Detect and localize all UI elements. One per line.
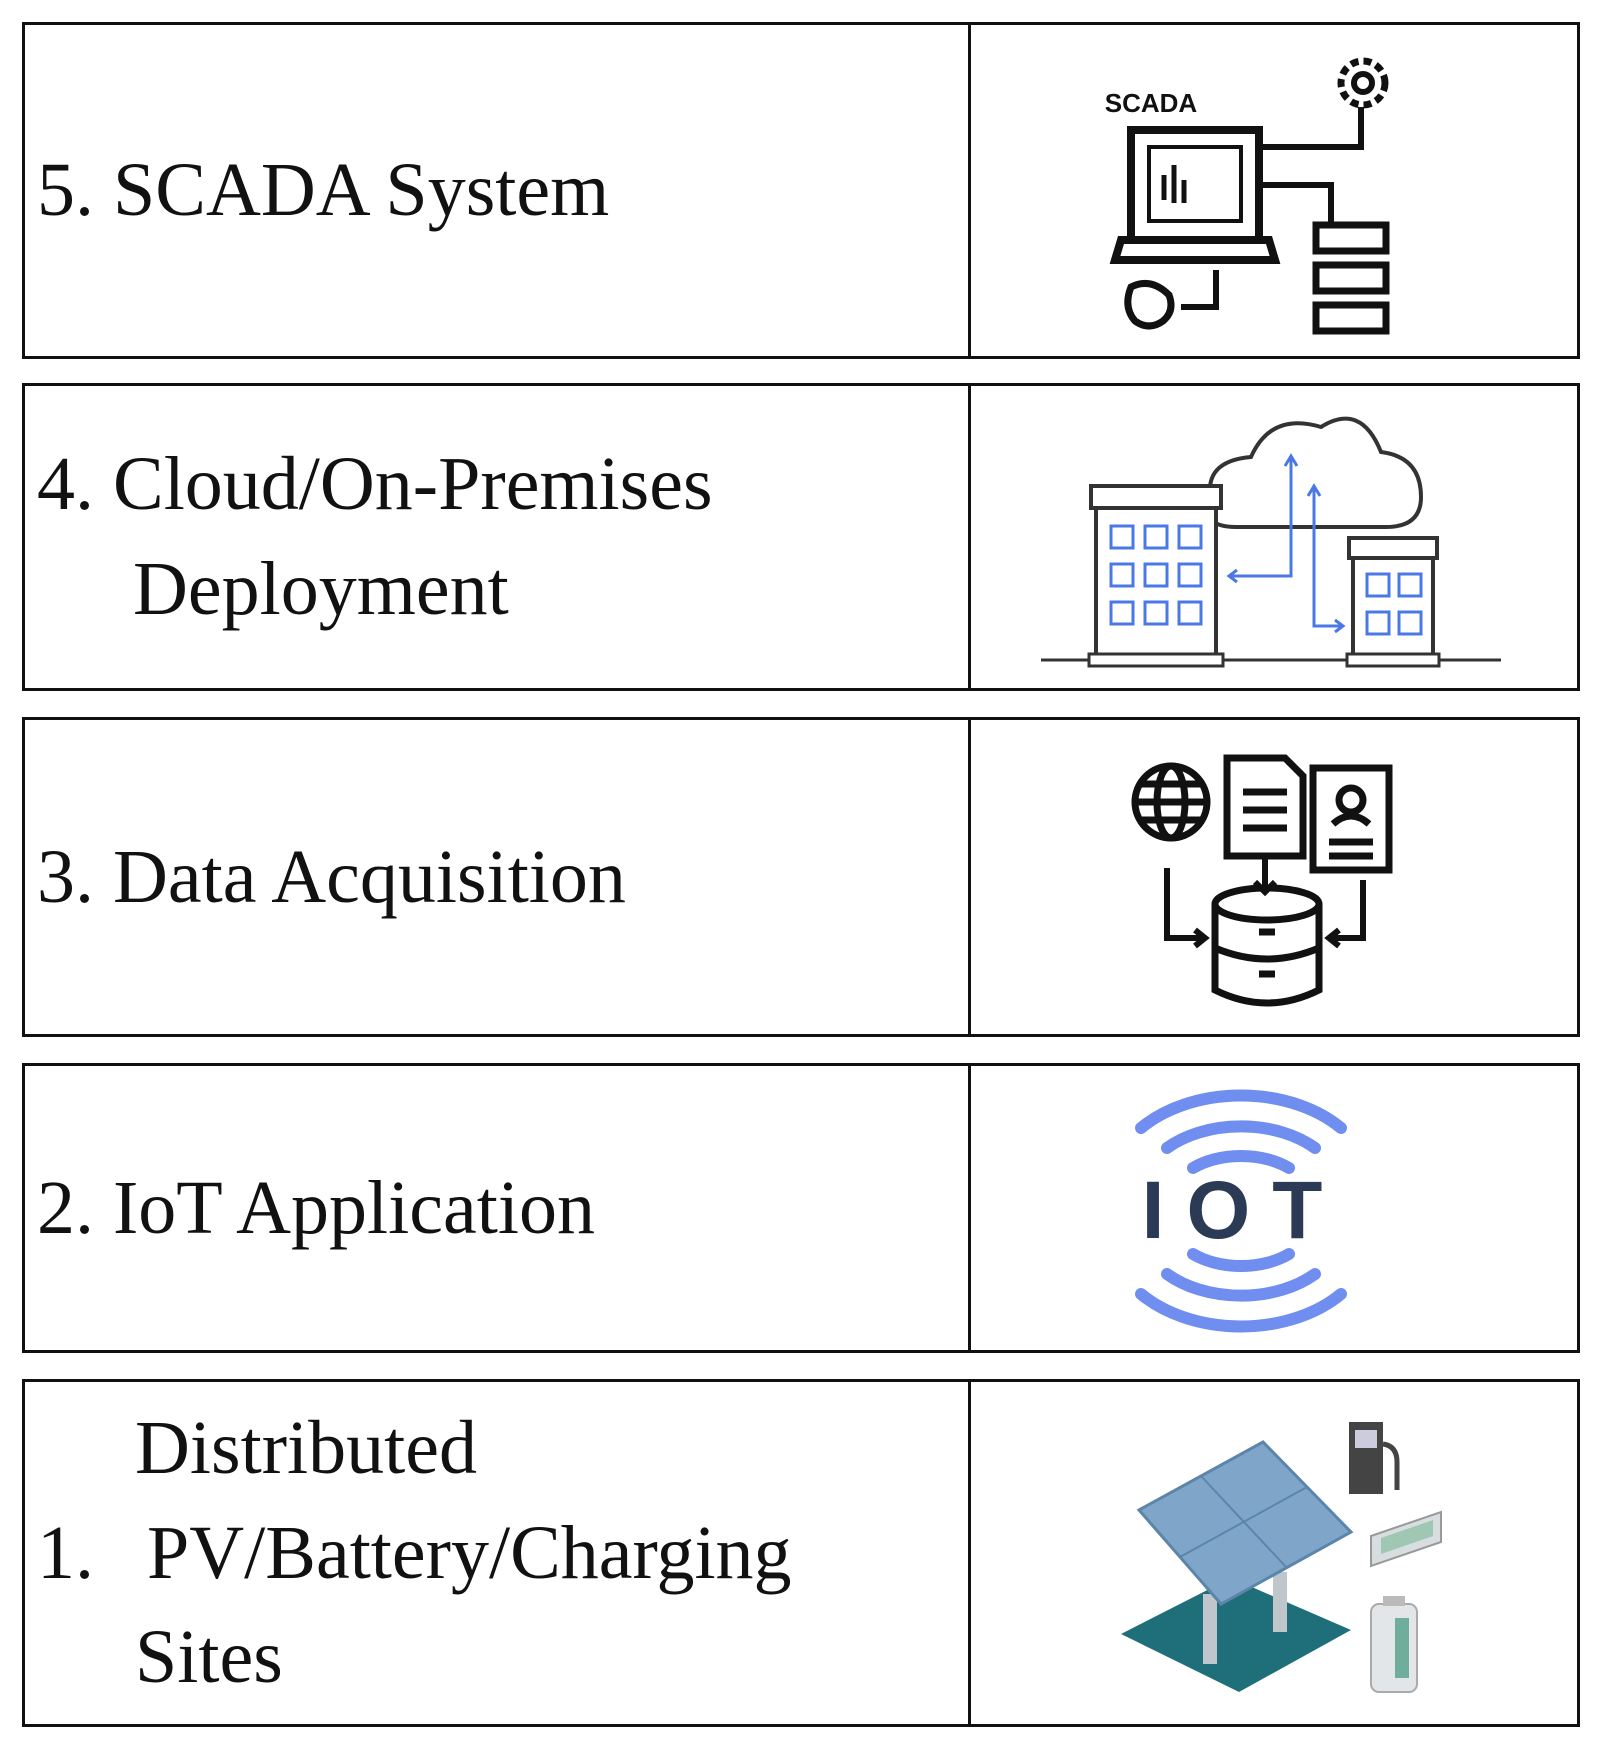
globe-icon <box>1131 762 1211 842</box>
iot-icon-text: IOT <box>1142 1165 1345 1256</box>
layer-2-iot: 2. IoT Application IOT <box>22 1063 1580 1353</box>
layer-3-data: 3. Data Acquisition <box>22 717 1580 1037</box>
scada-graphic: SCADA <box>1105 57 1390 335</box>
layer-2-title: IoT Application <box>113 1165 595 1250</box>
layer-4-title-line2: Deployment <box>133 547 509 631</box>
layer-1-sites: 1. Distributed PV/Battery/Charging Sites <box>22 1379 1580 1727</box>
layer-3-label: 3. Data Acquisition <box>25 720 971 1034</box>
layer-4-title-line1: Cloud/On-Premises <box>113 442 713 527</box>
layer-1-title-line3: Sites <box>135 1615 283 1700</box>
battery-icon <box>1370 1596 1418 1693</box>
data-acquisition-icon <box>971 720 1577 1034</box>
layer-3-title: Data Acquisition <box>113 834 626 919</box>
gear-icon <box>1337 57 1389 109</box>
solar-charging-icon <box>971 1382 1577 1724</box>
layer-4-label: 4. Cloud/On-Premises Deployment <box>25 386 971 688</box>
scada-icon-text: SCADA <box>1105 88 1198 118</box>
layer-2-number: 2. <box>37 1165 94 1250</box>
layer-5-label: 5. SCADA System <box>25 25 971 356</box>
cloud-graphic <box>1041 416 1501 668</box>
layer-5-scada: 5. SCADA System SCADA <box>22 22 1580 359</box>
scada-icon: SCADA <box>971 25 1577 356</box>
layer-5-number: 5. <box>37 148 94 233</box>
document-icon <box>1223 754 1307 860</box>
solar-graphic <box>1121 1422 1442 1693</box>
profile-card-icon <box>1309 764 1393 874</box>
layer-4-number: 4. <box>37 442 94 527</box>
layer-3-number: 3. <box>37 834 94 919</box>
iot-icon: IOT <box>971 1066 1577 1350</box>
database-icon <box>1211 884 1323 1007</box>
iot-graphic: IOT <box>1135 1089 1347 1333</box>
layer-1-label: 1. Distributed PV/Battery/Charging Sites <box>25 1382 971 1724</box>
data-graphic <box>1131 754 1393 1007</box>
charger-icon <box>1349 1422 1400 1494</box>
cloud-buildings-icon <box>971 386 1577 688</box>
layer-2-label: 2. IoT Application <box>25 1066 971 1350</box>
layer-4-cloud: 4. Cloud/On-Premises Deployment <box>22 383 1580 691</box>
layer-1-title-line2: PV/Battery/Charging <box>147 1510 792 1595</box>
layer-5-title: SCADA System <box>113 148 610 233</box>
layer-1-title-line1: Distributed <box>135 1405 477 1490</box>
layer-1-number: 1. <box>37 1510 94 1595</box>
